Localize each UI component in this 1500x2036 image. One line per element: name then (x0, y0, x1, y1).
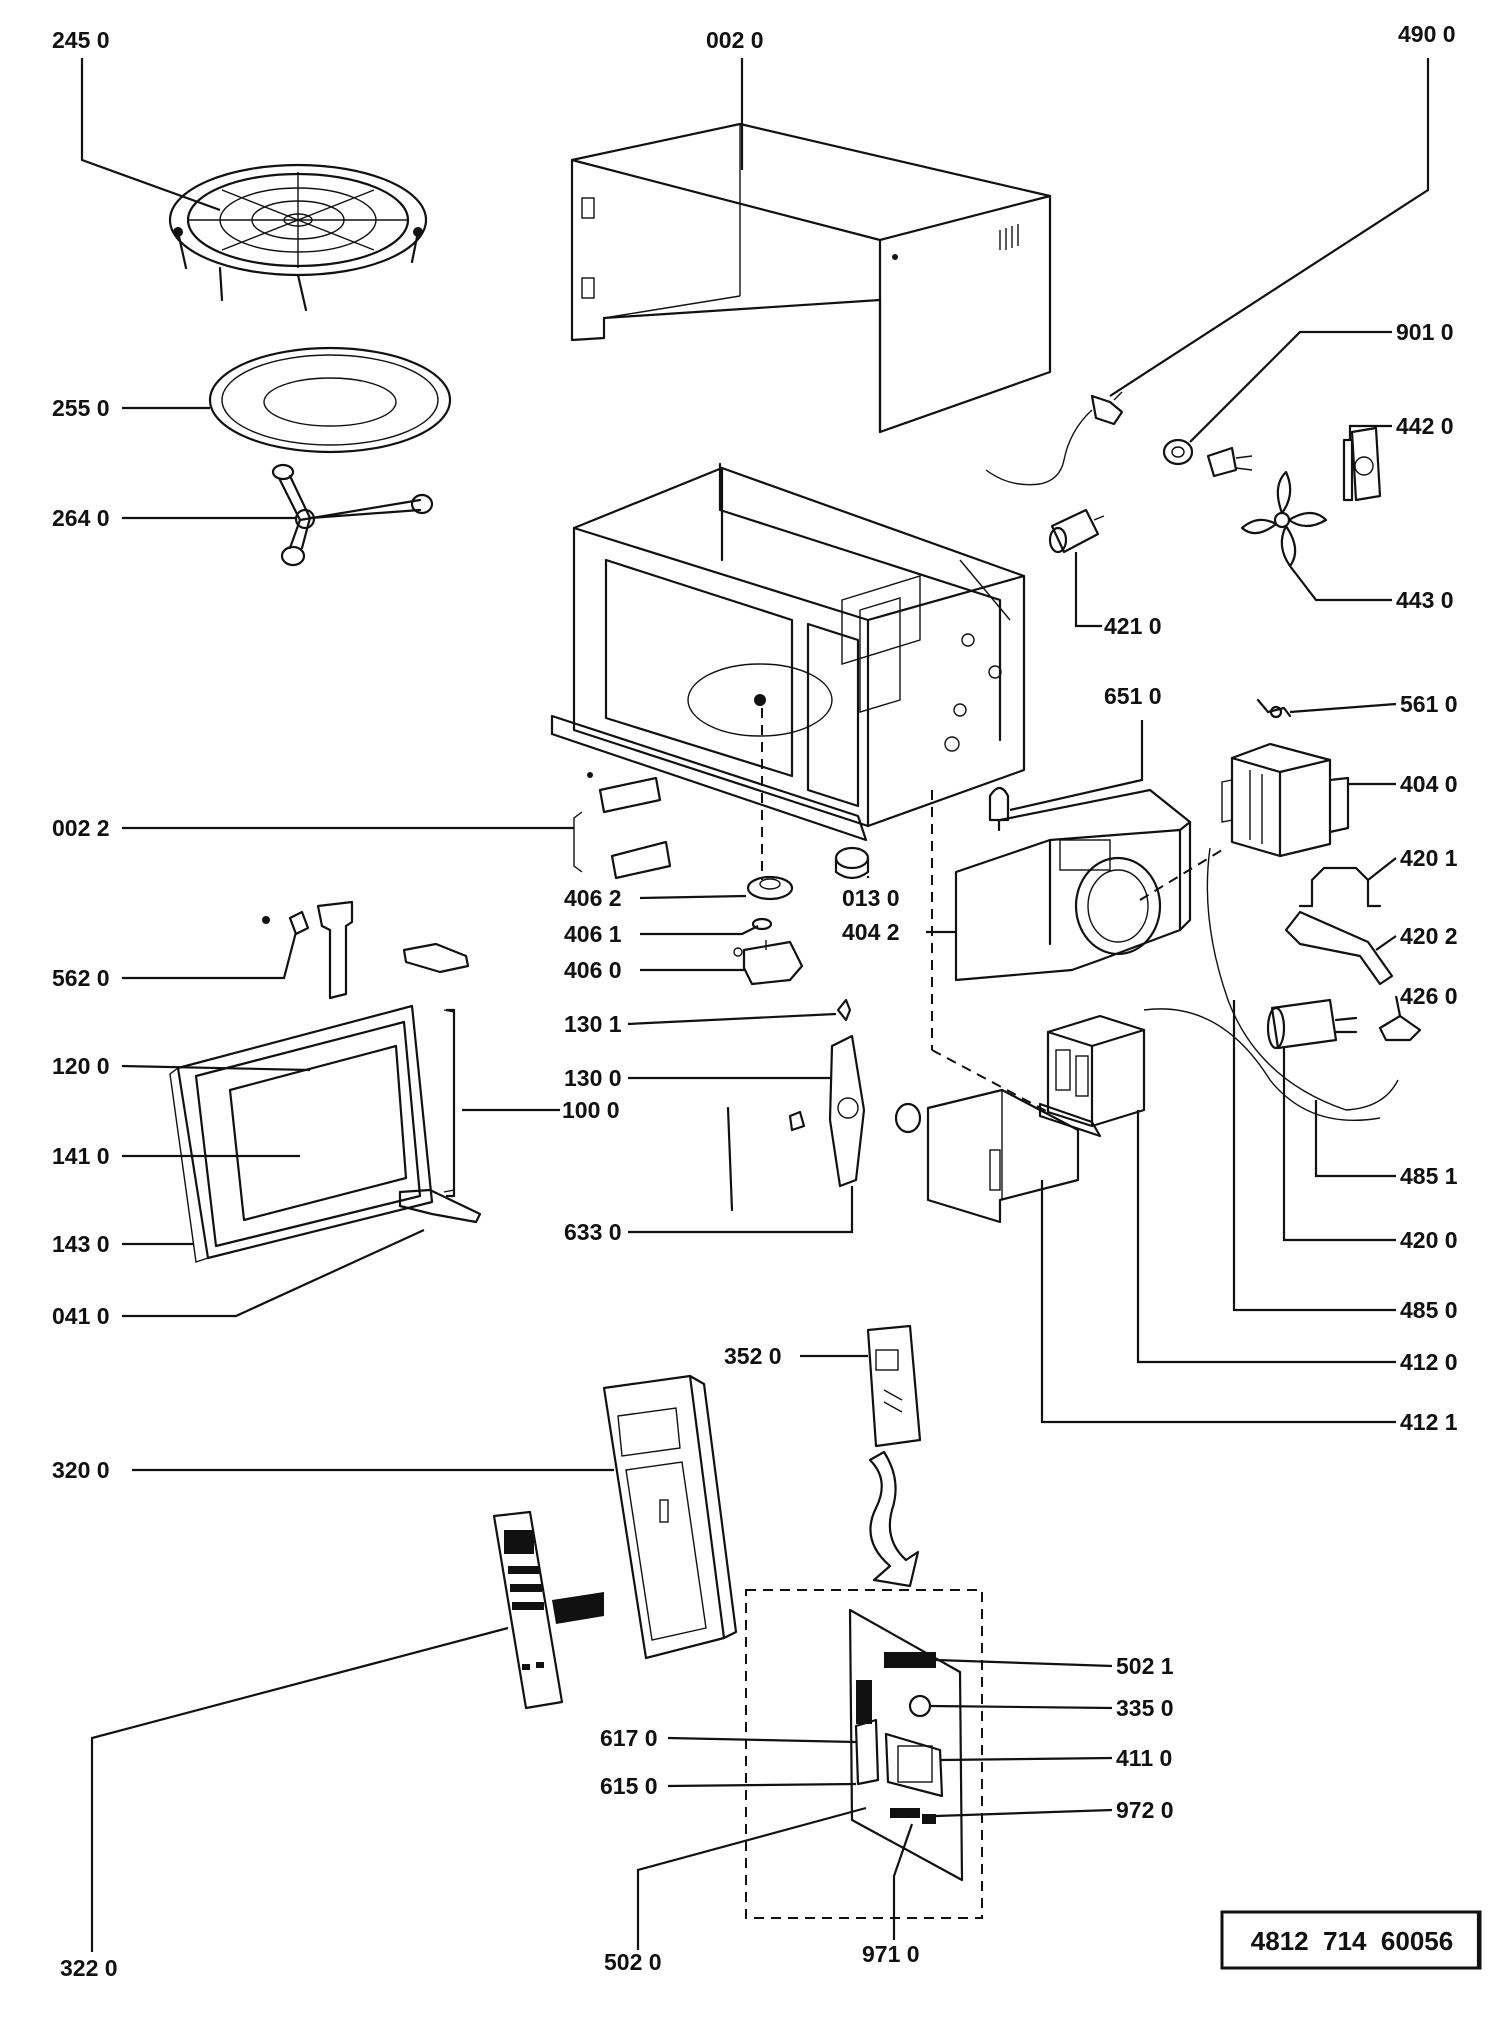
label-255-0: 255 0 (52, 395, 110, 421)
label-013-0: 013 0 (842, 885, 900, 911)
label-971-0: 971 0 (862, 1941, 920, 1967)
label-320-0: 320 0 (52, 1457, 110, 1483)
label-442-0: 442 0 (1396, 413, 1454, 439)
label-130-0: 130 0 (564, 1065, 622, 1091)
part-wire-harness (1143, 847, 1399, 1121)
label-404-2: 404 2 (842, 919, 900, 945)
part-assembly-arrow (868, 1450, 920, 1588)
part-fuse-holder (1162, 438, 1253, 478)
part-transformer-cover (926, 1088, 1080, 1224)
label-443-0: 443 0 (1396, 587, 1454, 613)
label-562-0: 562 0 (52, 965, 110, 991)
part-hinge-plates (573, 772, 672, 880)
label-420-1: 420 1 (1400, 845, 1458, 871)
label-120-0: 120 0 (52, 1053, 110, 1079)
part-turntable-drive (733, 875, 804, 986)
label-041-0: 041 0 (52, 1303, 110, 1329)
label-143-0: 143 0 (52, 1231, 110, 1257)
part-power-cord (985, 391, 1124, 486)
label-335-0: 335 0 (1116, 1695, 1174, 1721)
assembly-guide-lines (761, 708, 1223, 1113)
document-number: 4812 714 60056 (1251, 1926, 1453, 1956)
part-membrane-keypad (492, 1510, 604, 1710)
label-421-0: 421 0 (1104, 613, 1162, 639)
part-capacitor (1266, 998, 1358, 1050)
label-352-0: 352 0 (724, 1343, 782, 1369)
part-oven-chassis (550, 462, 1026, 842)
label-561-0: 561 0 (1400, 691, 1458, 717)
part-capacitor-brackets (1284, 866, 1394, 986)
label-411-0: 411 0 (1116, 1745, 1172, 1771)
label-002-0: 002 0 (706, 27, 764, 53)
part-outer-cabinet (570, 122, 1052, 434)
label-264-0: 264 0 (52, 505, 110, 531)
label-901-0: 901 0 (1396, 319, 1454, 345)
part-lamp (988, 786, 1010, 832)
label-617-0: 617 0 (600, 1725, 658, 1751)
part-fan-blade (1240, 470, 1328, 568)
part-roller-support (271, 463, 434, 567)
part-thermal-clip (1256, 698, 1292, 719)
part-coupler (834, 846, 870, 880)
label-490-0: 490 0 (1398, 21, 1456, 47)
label-426-0: 426 0 (1400, 983, 1458, 1009)
label-322-0: 322 0 (60, 1955, 118, 1981)
label-130-1: 130 1 (564, 1011, 622, 1037)
label-406-1: 406 1 (564, 921, 622, 947)
label-485-1: 485 1 (1400, 1163, 1458, 1189)
label-412-1: 412 1 (1400, 1409, 1458, 1435)
label-633-0: 633 0 (564, 1219, 622, 1245)
part-door-assembly (169, 1004, 482, 1263)
part-waveguide-bracket (954, 788, 1192, 982)
part-number-labels: 245 0 002 0 490 0 901 0 442 0 255 0 264 … (52, 21, 1458, 1981)
label-100-0: 100 0 (562, 1097, 620, 1123)
label-406-0: 406 0 (564, 957, 622, 983)
label-972-0: 972 0 (1116, 1797, 1174, 1823)
part-latch-assembly (726, 998, 922, 1212)
label-420-0: 420 0 (1400, 1227, 1458, 1253)
label-502-1: 502 1 (1116, 1653, 1174, 1679)
label-002-2: 002 2 (52, 815, 110, 841)
label-420-2: 420 2 (1400, 923, 1458, 949)
label-412-0: 412 0 (1400, 1349, 1458, 1375)
part-hv-transformer (1038, 1014, 1146, 1138)
part-relay-board (866, 1324, 922, 1448)
part-magnetron (1221, 742, 1350, 858)
part-turntable-motor (1048, 508, 1105, 554)
part-glass-turntable (208, 346, 452, 454)
label-141-0: 141 0 (52, 1143, 110, 1169)
label-615-0: 615 0 (600, 1773, 658, 1799)
part-door-switch-parts (262, 900, 470, 1000)
part-control-panel (602, 1374, 738, 1660)
label-406-2: 406 2 (564, 885, 622, 911)
part-retaining-clip (1378, 1014, 1422, 1042)
part-control-board (745, 1589, 983, 1919)
document-number-box: 4812 714 60056 (1220, 1910, 1482, 1970)
leader-lines (80, 58, 1430, 1952)
label-651-0: 651 0 (1104, 683, 1162, 709)
label-404-0: 404 0 (1400, 771, 1458, 797)
part-grill-rack (168, 163, 428, 312)
label-502-0: 502 0 (604, 1949, 662, 1975)
label-485-0: 485 0 (1400, 1297, 1458, 1323)
label-245-0: 245 0 (52, 27, 110, 53)
